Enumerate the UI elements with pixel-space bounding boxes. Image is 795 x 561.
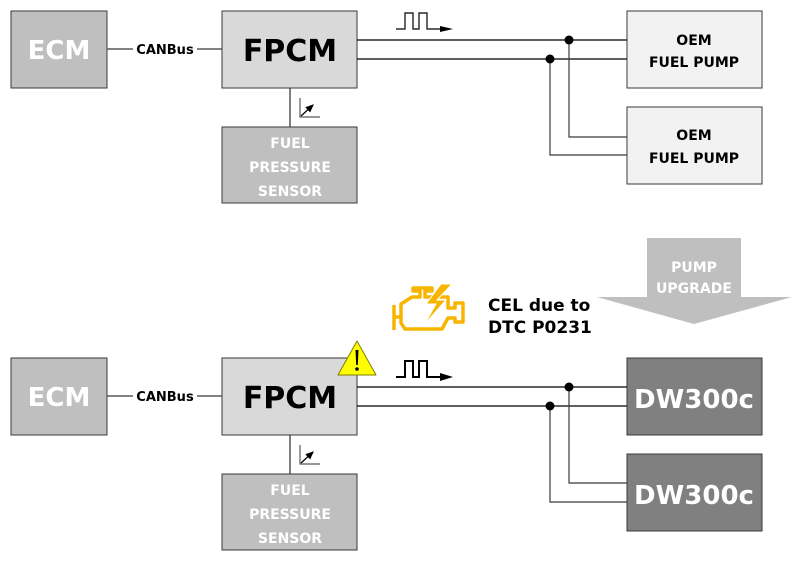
upgrade-arrow-label-2: UPGRADE [656,281,732,297]
bottom-sensor-label-2: PRESSURE [249,507,331,523]
bottom-canbus-label: CANBus [136,390,194,405]
bottom-sensor-signal-icon [299,445,320,465]
bottom-fpcm-block: FPCM [221,357,358,436]
bottom-pump-1-label: DW300c [634,385,754,415]
bottom-fuel-pressure-sensor-block: FUEL PRESSURE SENSOR [221,473,358,551]
bottom-ecm-label: ECM [28,383,91,413]
top-sensor-label-2: PRESSURE [249,160,331,176]
top-pump-wiring [357,35,627,156]
bottom-junction-dot-2 [545,401,555,411]
bottom-sensor-label-3: SENSOR [258,531,322,547]
top-junction-dot-2 [545,54,555,64]
bottom-ecm-block: ECM [10,357,108,436]
top-sensor-label-3: SENSOR [258,184,322,200]
top-sensor-label-1: FUEL [270,136,309,152]
fault-text-line-2: DTC P0231 [488,318,592,338]
top-fpcm-block: FPCM [221,10,358,89]
top-pump-1-label-1: OEM [676,33,711,49]
top-ecm-label: ECM [28,36,91,66]
bottom-sensor-label-1: FUEL [270,483,309,499]
warning-triangle-icon [337,340,377,376]
bottom-dw300c-pump-2: DW300c [626,453,763,532]
top-junction-dot-1 [564,35,574,45]
top-pump-1-label-2: FUEL PUMP [649,55,739,71]
fault-text-line-1: CEL due to [488,296,590,316]
top-pwm-signal-icon [396,12,453,32]
top-fuel-pressure-sensor-block: FUEL PRESSURE SENSOR [221,126,358,204]
bottom-pwm-signal-icon [396,360,453,381]
pump-upgrade-arrow: PUMP UPGRADE [597,238,792,324]
top-pump-2-label-2: FUEL PUMP [649,151,739,167]
check-engine-icon [392,283,465,331]
bottom-junction-dot-1 [564,382,574,392]
bottom-pump-wiring [357,382,627,503]
bottom-fpcm-label: FPCM [243,381,337,416]
top-oem-fuel-pump-2: OEM FUEL PUMP [626,106,763,185]
top-oem-fuel-pump-1: OEM FUEL PUMP [626,10,763,89]
top-fpcm-label: FPCM [243,34,337,69]
top-pump-2-label-1: OEM [676,128,711,144]
bottom-dw300c-pump-1: DW300c [626,357,763,436]
top-diagram: ECM CANBus FPCM FUEL PRESSURE SENSOR [10,10,763,204]
upgrade-arrow-label-1: PUMP [671,260,717,276]
top-ecm-block: ECM [10,10,108,89]
bottom-pump-2-label: DW300c [634,481,754,511]
bottom-diagram: ECM CANBus FPCM FUEL PRESSURE SENSOR [10,340,763,551]
top-canbus-label: CANBus [136,43,194,58]
top-sensor-signal-icon [299,98,320,118]
